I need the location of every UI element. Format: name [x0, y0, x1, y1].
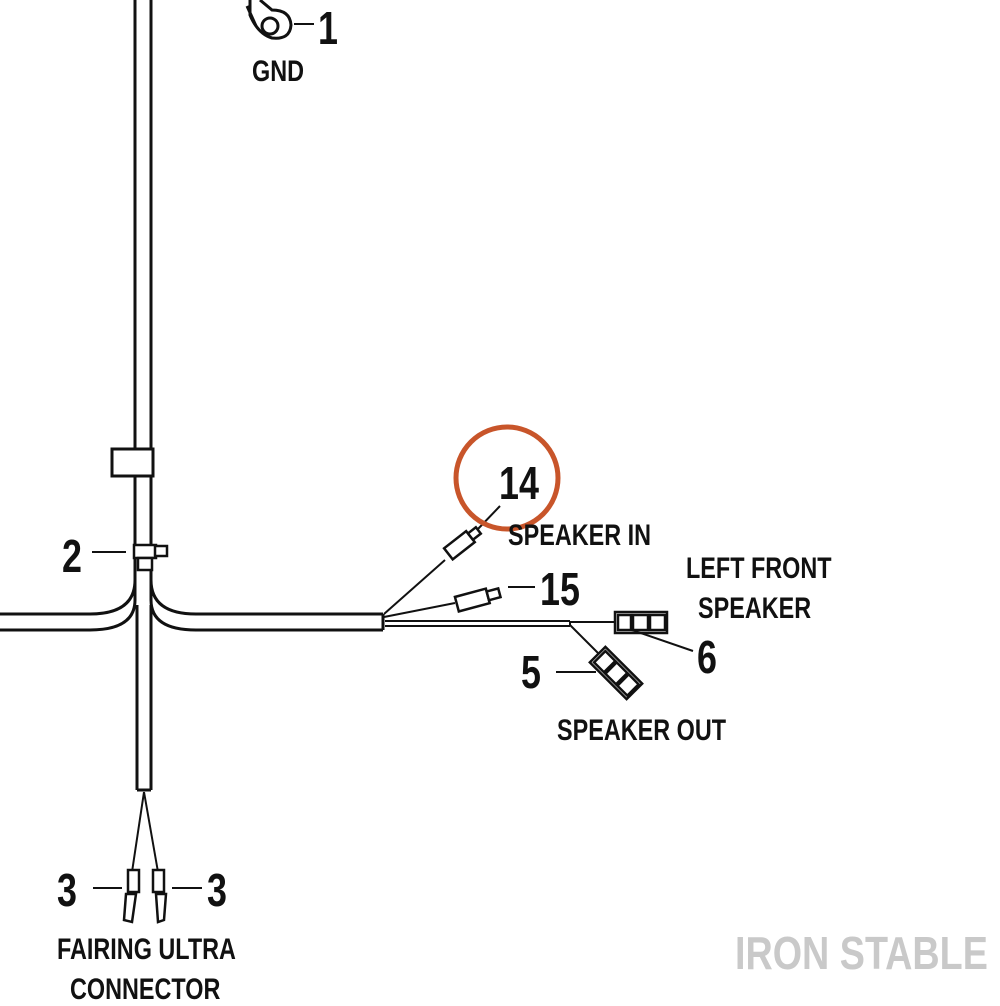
callout-3-right: 3 — [207, 864, 227, 916]
label-fairing-line1: FAIRING ULTRA — [57, 933, 236, 966]
callout-3-left: 3 — [57, 864, 77, 916]
harness-sleeve — [110, 447, 155, 478]
component-3-terminals — [122, 868, 168, 924]
label-left-front-line1: LEFT FRONT — [686, 552, 832, 585]
component-14-connector — [442, 525, 483, 562]
component-2-connector — [132, 543, 169, 572]
label-fairing-line2: CONNECTOR — [70, 973, 221, 1006]
harness-branch-curves — [0, 579, 385, 632]
component-1-gnd-terminal — [245, 0, 293, 40]
callout-5: 5 — [521, 646, 541, 698]
watermark: IRON STABLE — [735, 927, 988, 979]
wires-3 — [131, 791, 159, 873]
component-15-connector — [453, 586, 503, 613]
main-harness-lower — [135, 605, 153, 792]
wires-14-15 — [383, 559, 571, 627]
component-6-connector — [613, 610, 669, 635]
callout-15: 15 — [540, 563, 580, 615]
callout-1: 1 — [318, 2, 338, 54]
label-speaker-in: SPEAKER IN — [508, 519, 652, 552]
highlight-circle-14 — [453, 424, 561, 532]
callout-2: 2 — [62, 530, 82, 582]
main-harness-vertical — [133, 0, 153, 600]
label-left-front-line2: SPEAKER — [698, 592, 812, 625]
callout-14: 14 — [499, 457, 539, 509]
label-gnd: GND — [252, 55, 305, 88]
component-5-connector — [588, 645, 644, 701]
leader-lines — [92, 23, 694, 889]
label-speaker-out: SPEAKER OUT — [557, 714, 727, 747]
callout-6: 6 — [697, 631, 717, 683]
wires-5-6 — [569, 621, 615, 656]
